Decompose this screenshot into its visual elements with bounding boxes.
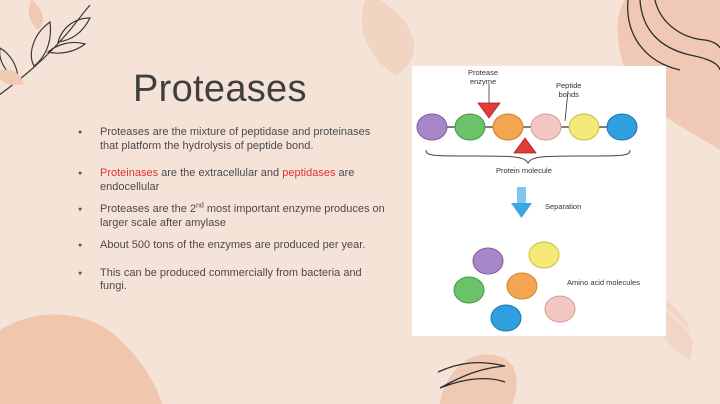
protease-label-line1: Protease xyxy=(468,68,499,77)
peptide-bonds-label: Peptide bonds xyxy=(556,81,581,99)
green-amino-acid xyxy=(453,276,485,304)
separation-label: Separation xyxy=(545,202,582,211)
pink-amino-acid xyxy=(544,295,576,323)
highlight-peptidases: peptidases xyxy=(282,167,336,179)
peptide-label-line1: Peptide xyxy=(556,81,582,90)
green-residue xyxy=(454,113,486,141)
pink-residue xyxy=(530,113,562,141)
protease-enzyme-label: Protease enzyme xyxy=(468,68,498,86)
protease-diagram: Protease enzyme Peptide bonds Protein mo… xyxy=(412,66,666,336)
protease-enzyme-icon xyxy=(477,102,501,119)
separation-arrow-icon xyxy=(511,203,532,218)
peptide-label-line2: bonds xyxy=(558,90,579,99)
protease-label-line2: enzyme xyxy=(469,77,497,86)
bullet-item: Proteases are the mixture of peptidase a… xyxy=(78,126,388,153)
bullet-text: Proteases are the 2 xyxy=(100,203,197,215)
separation-arrow-shaft xyxy=(517,187,526,203)
bullet-item: Proteases are the 2nd most important enz… xyxy=(78,202,388,230)
purple-residue xyxy=(416,113,448,141)
bullet-text: are endocellular xyxy=(100,167,355,193)
bullet-text: This can be produced commercially from b… xyxy=(100,266,362,293)
bullet-text: About 500 tons of the enzymes are produc… xyxy=(100,239,366,251)
orange-amino-acid xyxy=(506,272,538,300)
bullet-text: Proteases are the mixture of peptidase a… xyxy=(100,126,371,152)
protein-molecule-label: Protein molecule xyxy=(496,166,552,175)
bullet-list: Proteases are the mixture of peptidase a… xyxy=(78,126,388,294)
bullet-item: About 500 tons of the enzymes are produc… xyxy=(78,239,388,253)
bullet-item: Proteinases are the extracellular and pe… xyxy=(78,167,388,194)
highlight-proteinases: Proteinases xyxy=(100,167,159,179)
yellow-amino-acid xyxy=(528,241,560,269)
blue-residue xyxy=(606,113,638,141)
blue-amino-acid xyxy=(490,304,522,332)
bullet-item: This can be produced commercially from b… xyxy=(78,267,388,294)
bullet-text: most important enzyme produces on larger… xyxy=(100,203,385,229)
superscript-nd: nd xyxy=(196,202,204,210)
orange-residue xyxy=(492,113,524,141)
bullet-text: are the extracellular and xyxy=(158,167,283,179)
slide-title: Proteases xyxy=(133,68,307,110)
yellow-residue xyxy=(568,113,600,141)
diagram-graphic xyxy=(416,84,638,332)
amino-acid-molecules-label: Amino acid molecules xyxy=(567,278,640,287)
protease-enzyme-icon xyxy=(513,137,537,154)
purple-amino-acid xyxy=(472,247,504,275)
